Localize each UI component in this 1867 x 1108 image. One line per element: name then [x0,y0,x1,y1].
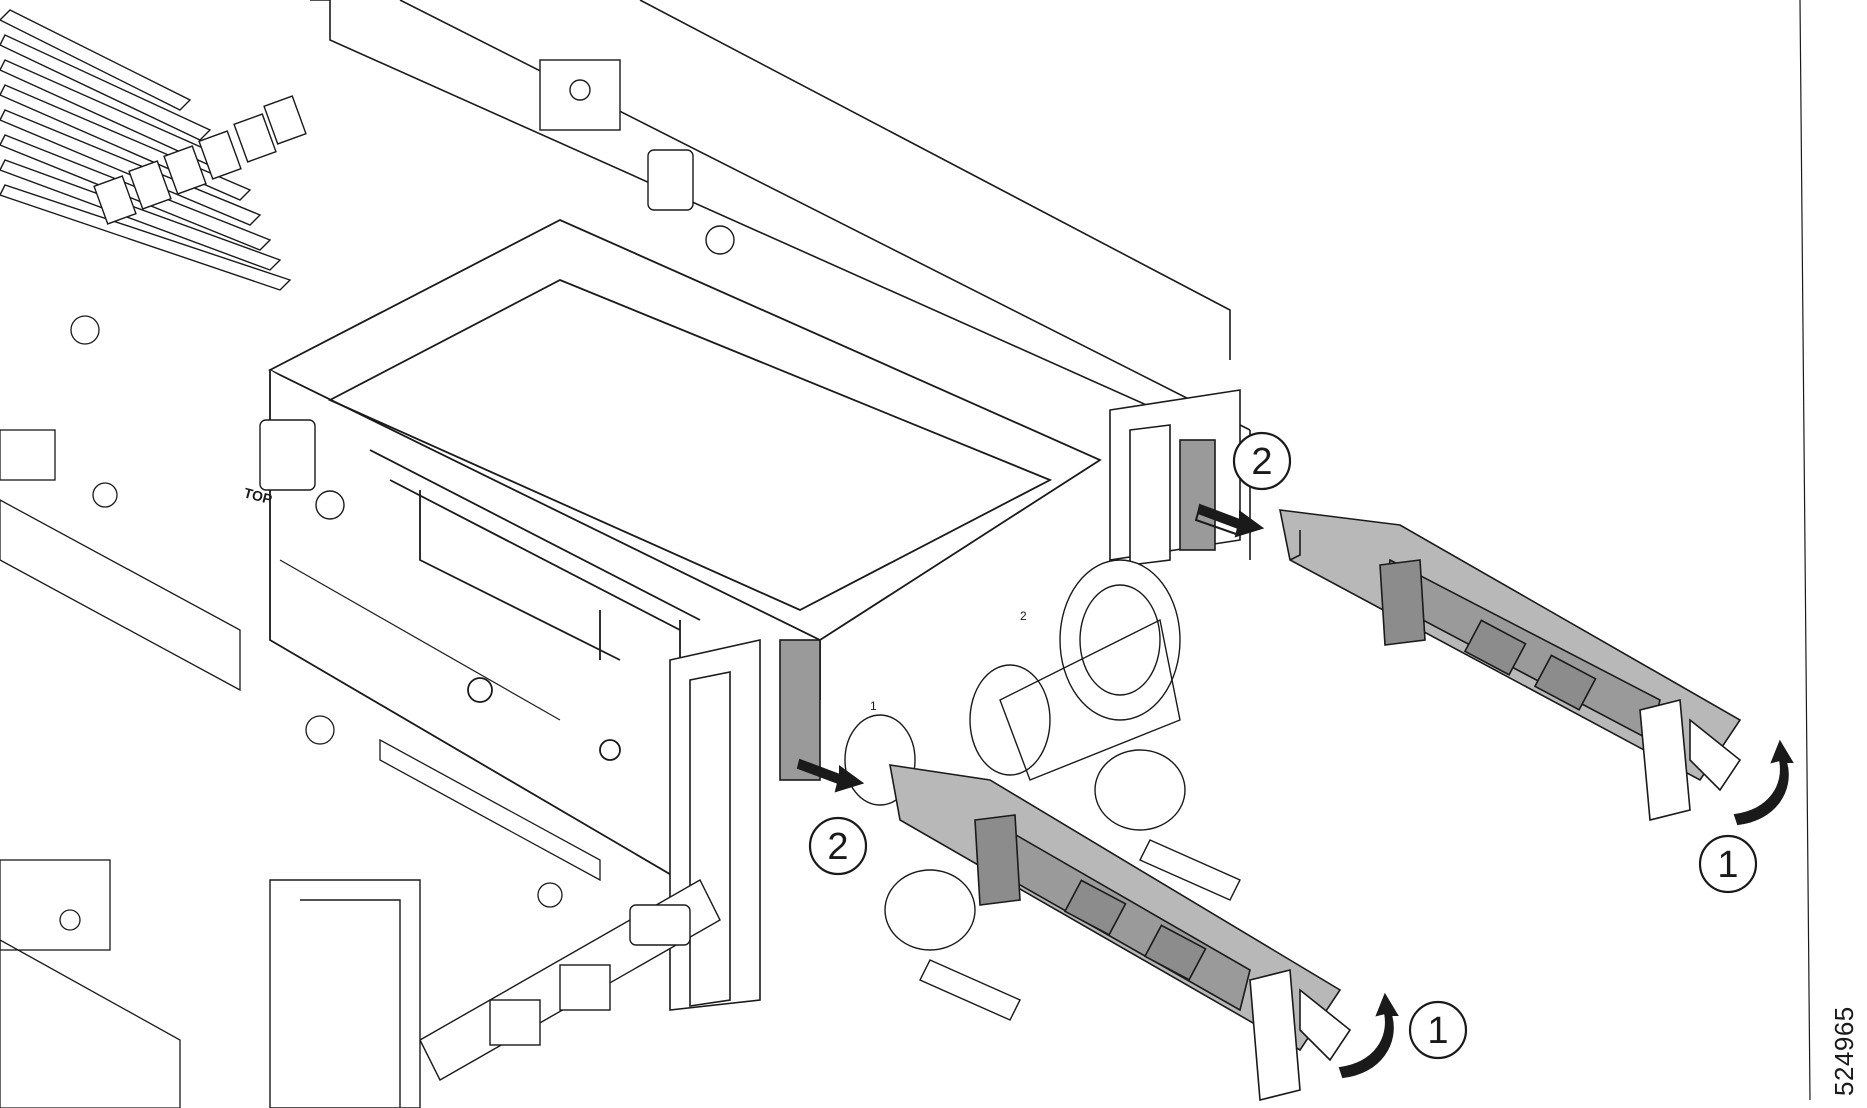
rj45-port-1 [489,999,541,1046]
callout-2-lower: 2 [808,816,868,876]
dimm-latches [93,95,307,225]
callout-2-lower-label: 2 [827,826,848,868]
rj45-port-2 [559,964,611,1011]
callout-1-upper: 1 [1698,834,1758,894]
top-connector-right [647,149,694,211]
callout-1-upper-label: 1 [1717,844,1738,886]
callout-2-upper-label: 2 [1251,441,1272,483]
m2-module-upper [1278,509,1742,822]
riser-cage [268,219,1102,882]
rotate-arrow-lower [1338,992,1399,1079]
cable-clips [884,749,1241,1021]
dimm-slots [0,9,292,291]
callout-2-upper: 2 [1232,431,1292,491]
rear-io-panel [269,879,721,1108]
callout-1-lower-label: 1 [1427,1010,1448,1052]
slot-label-2: 2 [1020,609,1027,623]
slot-label-1: 1 [870,699,877,713]
riser-slot-upper [1179,439,1216,551]
rotate-arrow-upper [1733,739,1794,826]
vga-port [629,904,691,946]
m2-module-lower [889,764,1352,1102]
riser-slot-lower [779,639,821,781]
top-connector-left [259,419,316,491]
figure-id-label: 524965 [1829,1006,1859,1096]
callout-1-lower: 1 [1408,1000,1468,1060]
motherboard-parts [0,315,601,1108]
figure-id: 524965 [1823,1006,1863,1100]
top-connectors [259,59,735,520]
slide-arrow-lower [796,758,865,793]
top-label: TOP [242,484,274,507]
slide-arrow-upper [1194,503,1265,538]
